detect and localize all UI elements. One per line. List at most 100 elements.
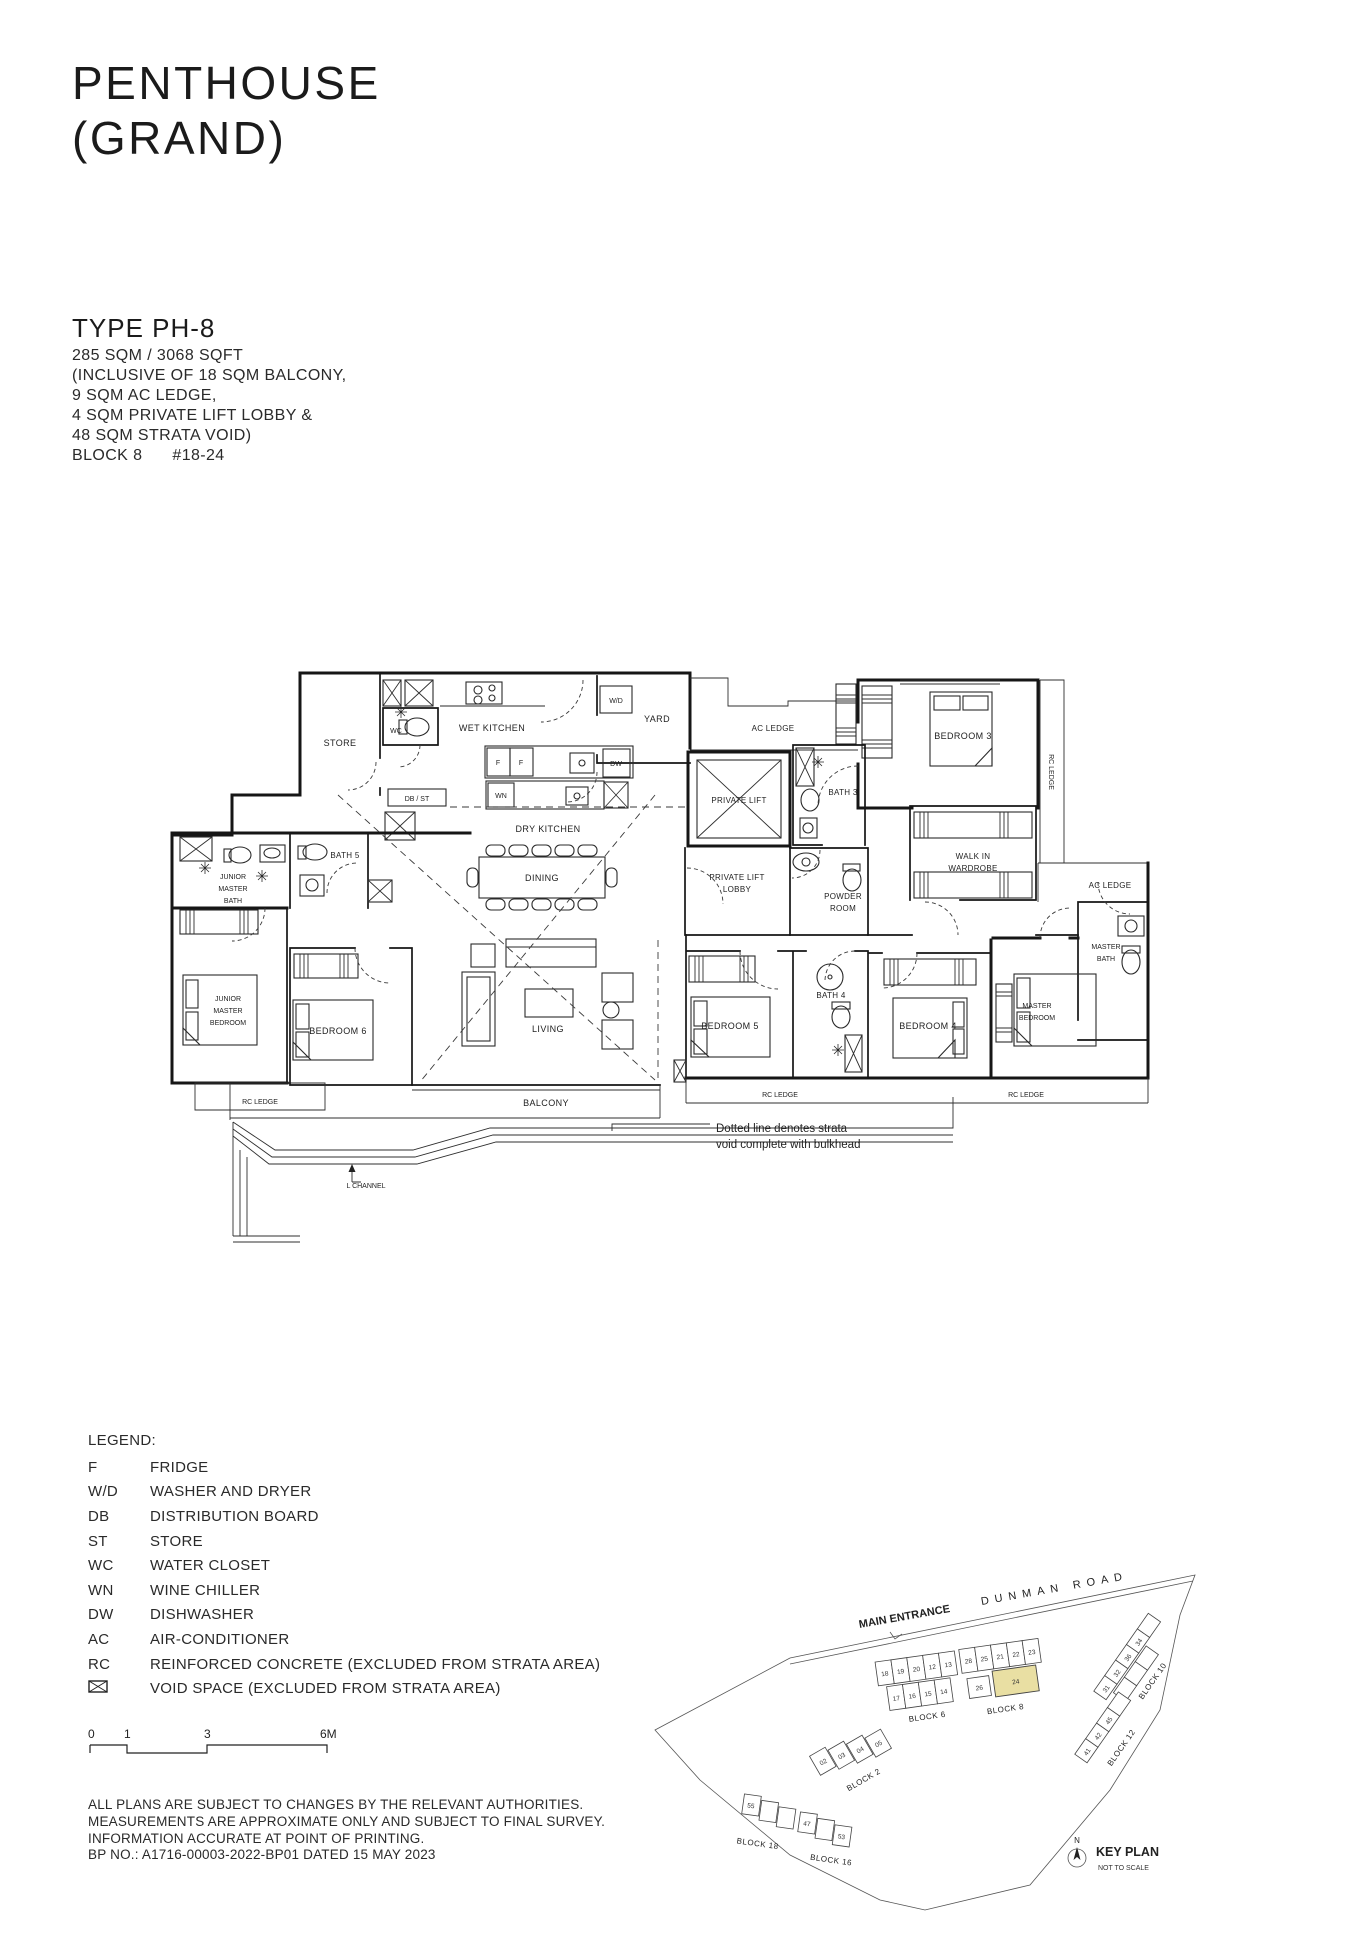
door-arc (397, 744, 421, 768)
wc-walls (382, 707, 439, 746)
bath3-walls (792, 744, 866, 846)
door-arc (1039, 907, 1071, 939)
legend-abbr: DB (88, 1507, 110, 1525)
bath4-tank (831, 1001, 851, 1010)
block6-cluster: 18 19 20 12 13 17 16 15 14 BLOCK 6 (874, 1650, 959, 1724)
legend-abbr: W/D (88, 1483, 119, 1501)
bed5-wardrobe (688, 955, 756, 983)
master-bath-walls (1077, 901, 1149, 1041)
sink2 (565, 786, 589, 806)
void-box (179, 836, 213, 862)
door-arc (354, 947, 391, 984)
unit-45: 45 (1105, 1716, 1115, 1726)
door-arc (347, 761, 377, 791)
pillow (693, 1000, 708, 1027)
bed-fold (182, 1026, 202, 1046)
void-x (404, 679, 434, 707)
unit-25: 25 (980, 1656, 989, 1664)
room-label-jmbed3: BEDROOM (210, 1020, 246, 1027)
unit-26: 26 (975, 1685, 984, 1693)
scale-3: 3 (204, 1727, 211, 1741)
key-plan-title: KEY PLAN (1096, 1845, 1159, 1859)
unit-19: 19 (897, 1668, 906, 1676)
page-title: PENTHOUSE (GRAND) (72, 56, 381, 166)
burner (473, 685, 483, 695)
bath-partitions (286, 832, 369, 1084)
label-fridge1: F (496, 760, 500, 767)
door-arc (924, 901, 959, 936)
room-label-wd: W/D (609, 698, 623, 705)
bed-fold (936, 1038, 956, 1059)
room-label-ac-ledge-top: AC LEDGE (752, 724, 795, 733)
block18-16-cluster: 55 47 53 BLOCK 18 BLOCK 16 (736, 1793, 853, 1868)
chair (577, 898, 598, 911)
pillow (693, 1028, 708, 1055)
unit-53: 53 (837, 1833, 846, 1841)
void-x (795, 747, 815, 787)
void-x (179, 836, 213, 862)
unit-area: 285 SQM / 3068 SQFT (72, 347, 244, 364)
master-wardrobe (995, 983, 1013, 1043)
page-title-line2: (GRAND) (72, 112, 287, 164)
legend-abbr: WC (88, 1557, 114, 1575)
legend-abbr: WN (88, 1581, 114, 1599)
block8-label: BLOCK 8 (986, 1702, 1024, 1716)
void-box (603, 781, 629, 809)
bath4-shower (816, 963, 844, 991)
room-label-private-lift: PRIVATE LIFT (711, 796, 766, 805)
chaise-cushion (466, 976, 491, 1042)
block12-cluster: 41 42 45 BLOCK 12 (1074, 1691, 1137, 1768)
bath3-sink-bowl (802, 822, 814, 834)
wall-yard (596, 675, 691, 764)
room-label-walkin2: WARDROBE (948, 864, 997, 873)
private-lift-cab (696, 759, 782, 839)
north-label: N (1074, 1836, 1080, 1845)
door-arc (881, 952, 918, 989)
room-label-living: LIVING (532, 1024, 564, 1034)
sink-drain (578, 759, 586, 767)
room-label-bedroom6: BEDROOM 6 (309, 1026, 367, 1036)
legend-desc: WASHER AND DRYER (150, 1483, 312, 1501)
unit-20: 20 (912, 1666, 921, 1674)
legend-heading: LEGEND: (88, 1432, 156, 1449)
scale-1: 1 (124, 1727, 131, 1741)
room-label-bath3: BATH 3 (828, 788, 857, 797)
block18-label: BLOCK 18 (736, 1836, 779, 1851)
chair (531, 844, 552, 857)
ac-unit (835, 683, 857, 745)
unit-15: 15 (924, 1690, 933, 1698)
chair (485, 898, 506, 911)
room-label-bedroom4: BEDROOM 4 (899, 1021, 957, 1031)
chair (531, 898, 552, 911)
l-channel-arrow (348, 1164, 356, 1172)
scale-bar-line (89, 1744, 328, 1754)
door-arc (686, 867, 724, 905)
block6-label: BLOCK 6 (908, 1710, 946, 1724)
block10-cluster: 31 32 36 34 BLOCK 10 (1093, 1612, 1169, 1702)
chair (554, 844, 575, 857)
unit-13: 13 (944, 1661, 953, 1669)
ac-ledge-top-outline (690, 677, 858, 751)
door-arc (1097, 881, 1131, 915)
jm-bed (182, 974, 258, 1046)
bedroom3-walls (856, 678, 1040, 810)
jm-sink-bowl (263, 847, 281, 859)
bath3-sink (799, 817, 818, 839)
block2-cluster: 02 03 04 05 BLOCK 2 (808, 1728, 893, 1793)
bath5-tank (297, 845, 307, 860)
unit-36: 36 (1124, 1653, 1134, 1663)
door-arc (326, 862, 358, 894)
master-partition (989, 936, 1080, 1080)
rc-ledge-bl-outline (194, 1082, 326, 1111)
void-box (844, 1034, 863, 1073)
door-arc (817, 765, 859, 807)
pillow (185, 1011, 199, 1041)
road-line (789, 1580, 1194, 1665)
bed5-wardrobe-hatch (694, 956, 749, 982)
room-label-master2: BEDROOM (1019, 1015, 1055, 1022)
unit-41: 41 (1083, 1747, 1093, 1757)
label-dw: DW (610, 761, 622, 768)
